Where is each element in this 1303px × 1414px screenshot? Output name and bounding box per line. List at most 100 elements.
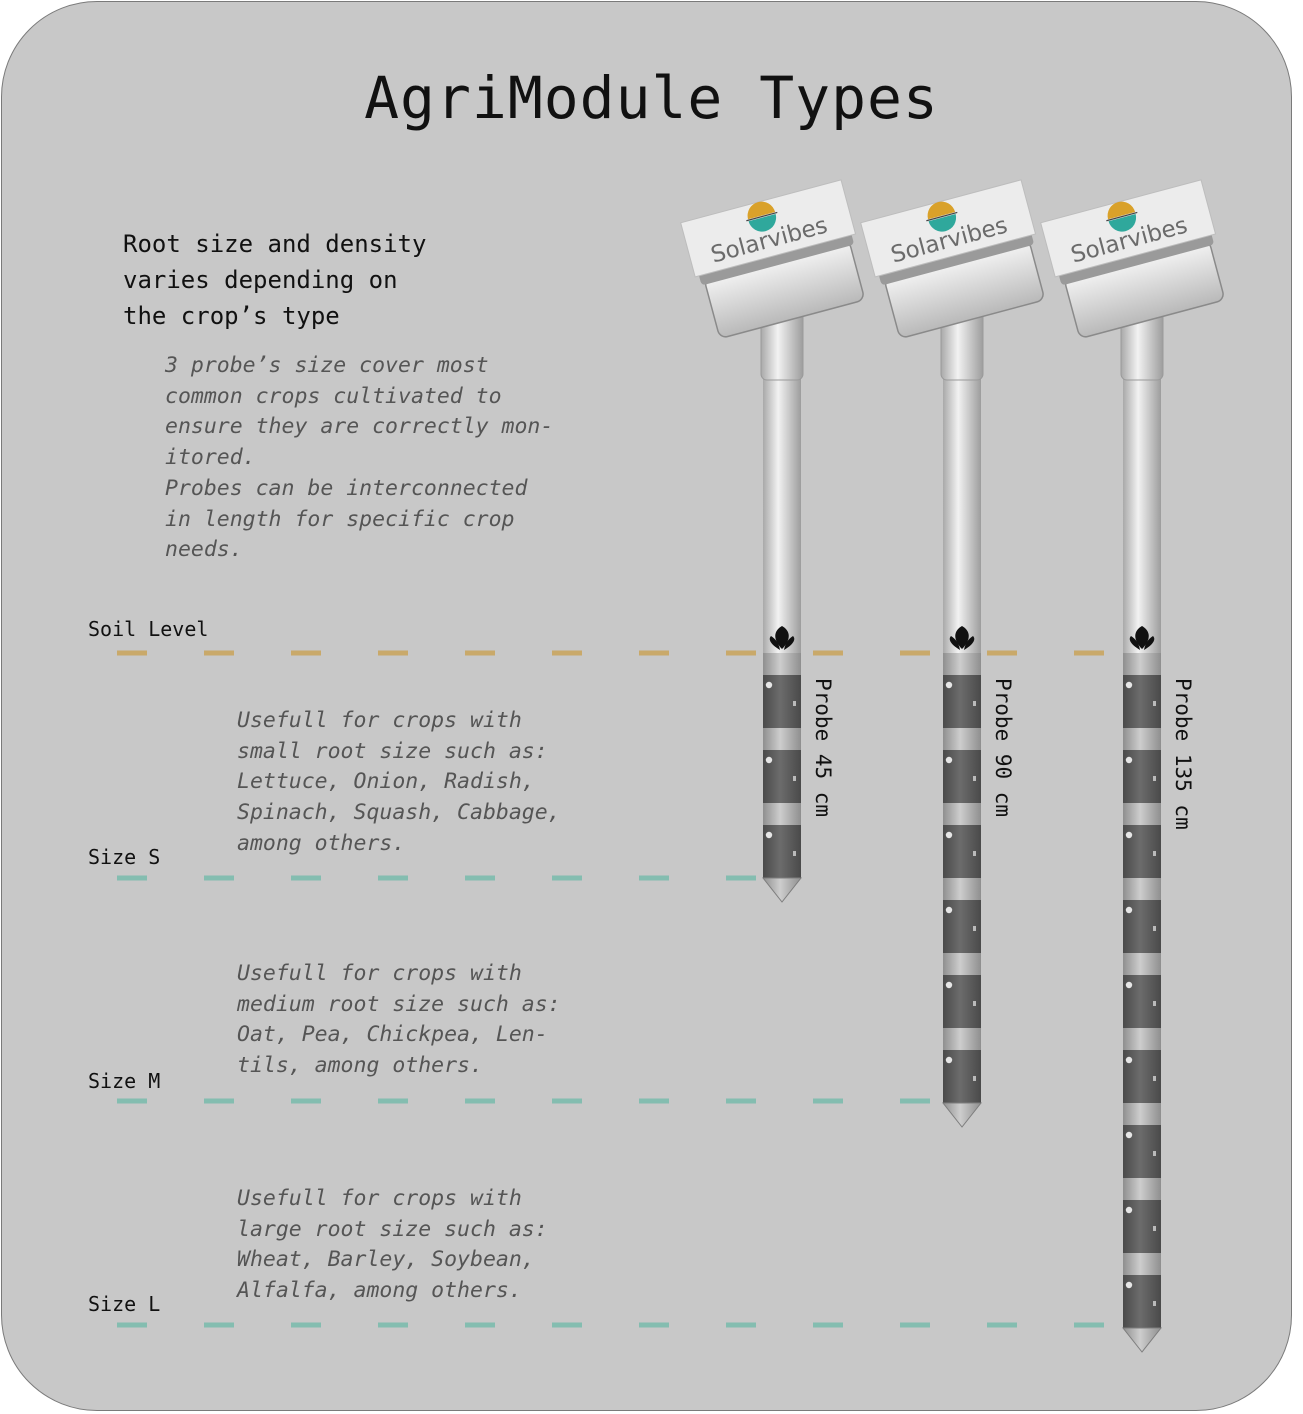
note-line: Wheat, Barley, Soybean, <box>237 1247 535 1273</box>
logo-sea-icon <box>928 213 957 232</box>
sprout-leaf <box>955 626 969 649</box>
intro-line: varies depending on <box>123 266 398 294</box>
depth-lines <box>117 650 1135 1328</box>
sensor-mark <box>1153 701 1156 706</box>
sensor-mark <box>793 776 796 781</box>
sensor-dot <box>945 831 953 839</box>
probe-tip <box>941 1102 983 1128</box>
note-line: Oat, Pea, Chickpea, Len- <box>237 1022 548 1048</box>
light-band <box>1123 1103 1161 1125</box>
light-band <box>1123 728 1161 750</box>
light-band <box>1123 803 1161 825</box>
probe-length-label: Probe 45 cm <box>811 678 835 817</box>
sensor-mark <box>973 926 976 931</box>
probe-stem <box>943 360 981 653</box>
note-line: Usefull for crops with <box>237 1186 522 1211</box>
sprout-leaf <box>775 626 789 649</box>
sensor-dot <box>765 681 773 689</box>
sensor-mark <box>1153 926 1156 931</box>
sensor-mark <box>973 1076 976 1081</box>
logger-head: Solarvibes <box>1040 179 1224 338</box>
logo-horizon <box>746 211 778 222</box>
note-line: tils, among others. <box>237 1053 483 1079</box>
sensor-mark <box>1153 1076 1156 1081</box>
size-m-label: Size M <box>88 1069 161 1093</box>
size-m-note: Usefull for crops with medium root size … <box>237 959 561 1082</box>
note-line: among others. <box>237 830 406 856</box>
sensor-dot <box>1125 1131 1133 1139</box>
sprout-icon <box>947 626 977 666</box>
page-title: AgriModule Types <box>364 64 939 132</box>
sensor-dot <box>765 831 773 839</box>
note-line: Lettuce, Onion, Radish, <box>237 769 535 795</box>
sensor-mark <box>973 851 976 856</box>
size-l-note: Usefull for crops with large root size s… <box>237 1184 548 1307</box>
logo-horizon <box>1106 211 1138 222</box>
note-line: large root size such as: <box>237 1216 548 1242</box>
logo-sea-icon <box>1108 213 1137 232</box>
sensor-mark <box>1153 776 1156 781</box>
logger-head: Solarvibes <box>860 179 1044 338</box>
light-band <box>943 878 981 900</box>
note-line: 3 probe’s size cover most <box>165 353 489 378</box>
sensor-dot <box>945 756 953 764</box>
intro-line: the crop’s type <box>123 302 340 330</box>
logo-sea-icon <box>748 213 777 232</box>
sensor-dot <box>1125 1206 1133 1214</box>
light-band <box>763 653 801 675</box>
intro-text: Root size and density varies depending o… <box>123 226 426 334</box>
sprout-leaf <box>1135 626 1149 649</box>
sensor-dot <box>1125 906 1133 914</box>
light-band <box>943 653 981 675</box>
sensor-mark <box>1153 1226 1156 1231</box>
light-band <box>943 803 981 825</box>
note-line: Spinach, Squash, Cabbage, <box>237 800 561 826</box>
note-line: Alfalfa, among others. <box>237 1278 522 1304</box>
light-band <box>763 803 801 825</box>
sensor-mark <box>1153 851 1156 856</box>
size-l-label: Size L <box>88 1292 161 1316</box>
light-band <box>1123 878 1161 900</box>
probe-stem <box>1123 360 1161 653</box>
size-s-note: Usefull for crops with small root size s… <box>237 706 561 860</box>
sensor-mark <box>973 776 976 781</box>
sprout-leaf <box>949 636 960 650</box>
sprout-leaf <box>769 636 780 650</box>
sensor-mark <box>1153 1151 1156 1156</box>
light-band <box>943 728 981 750</box>
sensor-dot <box>765 756 773 764</box>
note-line: small root size such as: <box>237 738 548 764</box>
sensor-dot <box>945 681 953 689</box>
probe-tip <box>761 877 803 903</box>
sensor-mark <box>973 701 976 706</box>
sensor-mark <box>1153 1001 1156 1006</box>
probe-tip <box>1121 1327 1163 1353</box>
light-band <box>763 728 801 750</box>
sensor-dot <box>1125 831 1133 839</box>
light-band <box>1123 1178 1161 1200</box>
note-line: itored. <box>165 445 256 471</box>
sensor-dot <box>1125 981 1133 989</box>
soil-level-label: Soil Level <box>88 617 209 641</box>
logo-sun-icon <box>1107 201 1136 220</box>
sensor-dot <box>945 906 953 914</box>
size-s-label: Size S <box>88 845 161 869</box>
sensor-dot <box>1125 1056 1133 1064</box>
note-line: common crops cultivated to <box>165 383 502 409</box>
note-line: ensure they are correctly mon- <box>165 414 554 440</box>
sprout-leaf <box>784 636 795 650</box>
sensor-mark <box>793 851 796 856</box>
light-band <box>1123 1253 1161 1275</box>
probe-length-label: Probe 90 cm <box>991 678 1015 817</box>
probe-stem <box>763 360 801 653</box>
sensor-dot <box>1125 1281 1133 1289</box>
sensor-dot <box>1125 756 1133 764</box>
sensor-mark <box>1153 1301 1156 1306</box>
note-line: Usefull for crops with <box>237 961 522 986</box>
sensor-mark <box>973 1001 976 1006</box>
light-band <box>1123 1028 1161 1050</box>
